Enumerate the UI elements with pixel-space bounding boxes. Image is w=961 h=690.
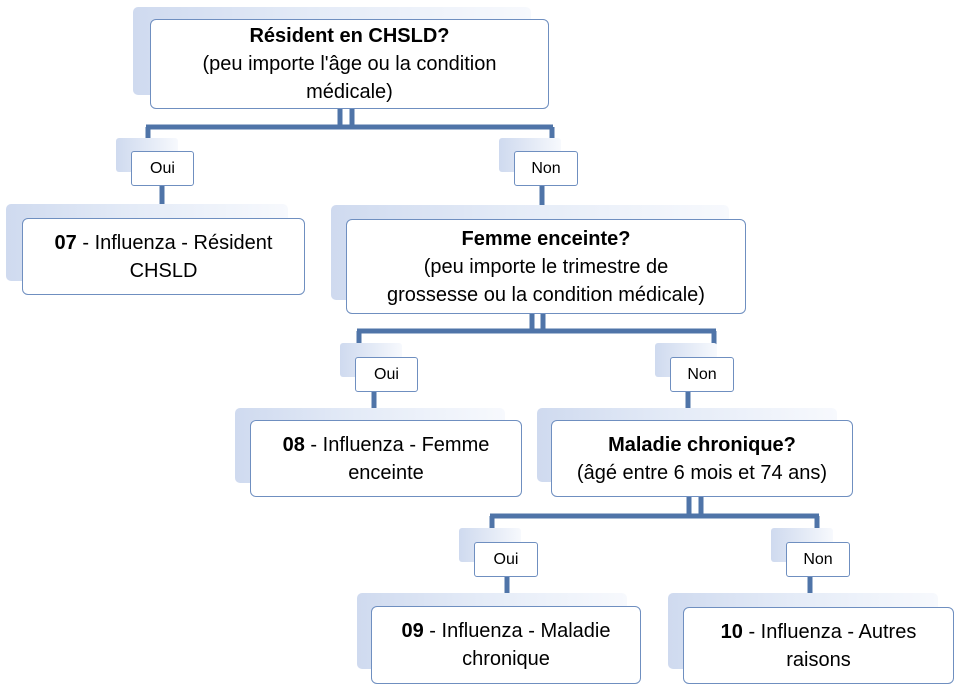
result-10-line2: raisons bbox=[786, 648, 851, 671]
question-1-box: Résident en CHSLD? (peu importe l'âge ou… bbox=[150, 19, 549, 109]
result-07-box: 07 - Influenza - Résident CHSLD bbox=[22, 218, 305, 295]
question-2-title: Femme enceinte? bbox=[461, 227, 631, 250]
q1-no-label: Non bbox=[514, 151, 578, 186]
result-08-line1: 08 - Influenza - Femme bbox=[277, 431, 496, 459]
question-2-box: Femme enceinte? (peu importe le trimestr… bbox=[346, 219, 746, 314]
result-10-text-a: - Influenza - Autres bbox=[742, 620, 917, 643]
q1-yes-label: Oui bbox=[131, 151, 194, 186]
result-10-box: 10 - Influenza - Autres raisons bbox=[683, 607, 954, 684]
result-07-code: 07 bbox=[54, 231, 77, 254]
result-09-box: 09 - Influenza - Maladie chronique bbox=[371, 606, 641, 684]
result-09-text-a: - Influenza - Maladie bbox=[423, 620, 611, 642]
question-1-detail-line1: (peu importe l'âge ou la condition bbox=[202, 53, 497, 75]
question-2-detail-line2: grossesse ou la condition médicale) bbox=[387, 283, 705, 306]
q2-no-label: Non bbox=[670, 357, 734, 392]
result-08-code: 08 bbox=[282, 433, 305, 456]
q3-yes-label: Oui bbox=[474, 542, 538, 577]
result-09-line1: 09 - Influenza - Maladie bbox=[395, 617, 616, 645]
result-10-code: 10 bbox=[720, 620, 743, 643]
q2-yes-label: Oui bbox=[355, 357, 418, 392]
result-10-line1: 10 - Influenza - Autres bbox=[715, 618, 923, 646]
question-3-detail-line1: (âgé entre 6 mois et 74 ans) bbox=[576, 461, 828, 484]
result-08-box: 08 - Influenza - Femme enceinte bbox=[250, 420, 522, 497]
question-2-detail-line1: (peu importe le trimestre de bbox=[423, 255, 669, 278]
question-1-title: Résident en CHSLD? bbox=[249, 25, 450, 47]
question-3-title: Maladie chronique? bbox=[608, 433, 796, 456]
result-09-code: 09 bbox=[401, 620, 424, 642]
result-08-line2: enceinte bbox=[348, 461, 424, 484]
result-08-text-a: - Influenza - Femme bbox=[304, 433, 490, 456]
question-1-detail-line2: médicale) bbox=[306, 81, 393, 103]
result-07-line2: CHSLD bbox=[129, 259, 198, 282]
result-09-line2: chronique bbox=[462, 648, 550, 670]
question-3-box: Maladie chronique? (âgé entre 6 mois et … bbox=[551, 420, 853, 497]
q3-no-label: Non bbox=[786, 542, 850, 577]
result-07-text-a: - Influenza - Résident bbox=[76, 231, 273, 254]
result-07-line1: 07 - Influenza - Résident bbox=[49, 229, 279, 257]
